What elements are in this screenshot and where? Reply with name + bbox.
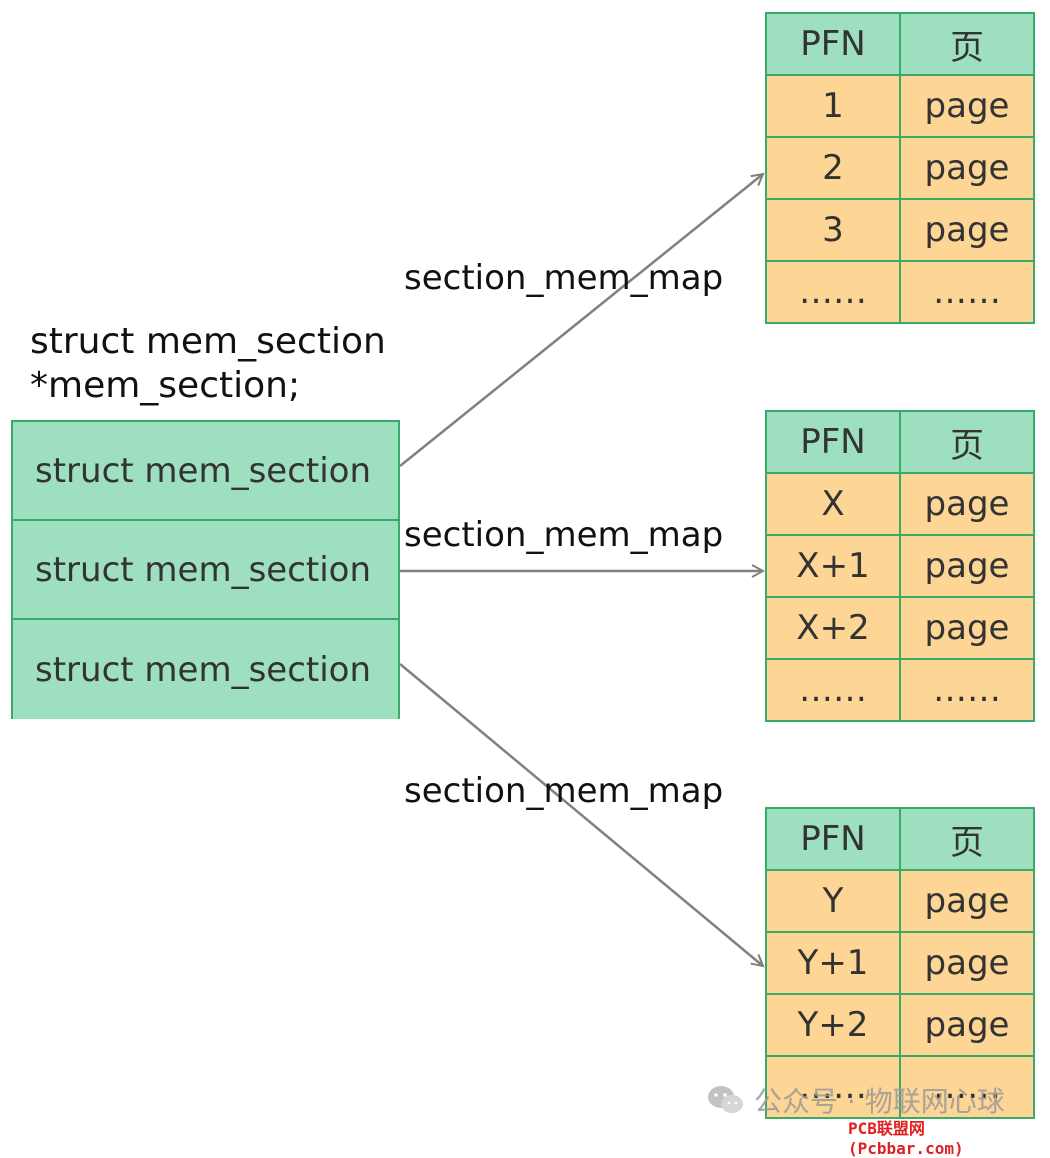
table-row: X+2 page (765, 596, 1035, 660)
pfn-cell: X (765, 472, 901, 536)
header-pfn: PFN (765, 410, 901, 474)
arrow-to-table-3 (399, 663, 763, 966)
header-page: 页 (899, 410, 1035, 474)
pfn-cell: 1 (765, 74, 901, 138)
table-row: Y+1 page (765, 931, 1035, 995)
table-header-row: PFN 页 (765, 12, 1035, 76)
mem-section-entry-2: struct mem_section (13, 521, 398, 620)
pfn-cell: Y+1 (765, 931, 901, 995)
table-row: 3 page (765, 198, 1035, 262)
page-cell: page (899, 993, 1035, 1057)
table-row: …… …… (765, 658, 1035, 722)
pfn-cell: Y (765, 869, 901, 933)
declaration-label: struct mem_section *mem_section; (30, 320, 386, 408)
pfn-cell: 2 (765, 136, 901, 200)
table-row: …… …… (765, 260, 1035, 324)
page-cell: page (899, 931, 1035, 995)
map-label-2: section_mem_map (404, 515, 724, 555)
declaration-line-1: struct mem_section (30, 321, 386, 362)
declaration-line-2: *mem_section; (30, 365, 301, 406)
watermark: 公众号 · 物联网心球 (706, 1080, 1005, 1120)
page-cell: page (899, 869, 1035, 933)
pfn-cell: …… (765, 1055, 901, 1119)
map-label-3: section_mem_map (404, 771, 724, 811)
pfn-cell: …… (765, 260, 901, 324)
page-cell: page (899, 472, 1035, 536)
header-pfn: PFN (765, 12, 901, 76)
mem-section-array: struct mem_section struct mem_section st… (11, 420, 400, 719)
pfn-cell: X+1 (765, 534, 901, 598)
watermark-text: 公众号 · 物联网心球 (754, 1085, 1005, 1118)
page-cell: page (899, 596, 1035, 660)
header-page: 页 (899, 12, 1035, 76)
table-header-row: PFN 页 (765, 807, 1035, 871)
pfn-cell: 3 (765, 198, 901, 262)
table-row: Y page (765, 869, 1035, 933)
pfn-table-2: PFN 页 X page X+1 page X+2 page …… …… (765, 410, 1035, 722)
header-pfn: PFN (765, 807, 901, 871)
table-row: 1 page (765, 74, 1035, 138)
page-cell: …… (899, 260, 1035, 324)
mem-section-entry-1: struct mem_section (13, 422, 398, 521)
page-cell: page (899, 198, 1035, 262)
pfn-cell: X+2 (765, 596, 901, 660)
page-cell: page (899, 74, 1035, 138)
table-row: 2 page (765, 136, 1035, 200)
pfn-table-3: PFN 页 Y page Y+1 page Y+2 page …… …… (765, 807, 1035, 1119)
table-header-row: PFN 页 (765, 410, 1035, 474)
page-cell: …… (899, 1055, 1035, 1119)
table-row: X+1 page (765, 534, 1035, 598)
wechat-icon (708, 1086, 743, 1113)
site-credit: PCB联盟网 (Pcbbar.com) (848, 1119, 964, 1158)
pfn-cell: Y+2 (765, 993, 901, 1057)
page-cell: page (899, 136, 1035, 200)
page-cell: …… (899, 658, 1035, 722)
pfn-table-1: PFN 页 1 page 2 page 3 page …… …… (765, 12, 1035, 324)
mem-section-entry-3: struct mem_section (13, 620, 398, 719)
table-row: X page (765, 472, 1035, 536)
table-row: Y+2 page (765, 993, 1035, 1057)
pfn-cell: …… (765, 658, 901, 722)
header-page: 页 (899, 807, 1035, 871)
page-cell: page (899, 534, 1035, 598)
arrow-to-table-1 (399, 174, 763, 467)
table-row: …… …… (765, 1055, 1035, 1119)
map-label-1: section_mem_map (404, 258, 724, 298)
